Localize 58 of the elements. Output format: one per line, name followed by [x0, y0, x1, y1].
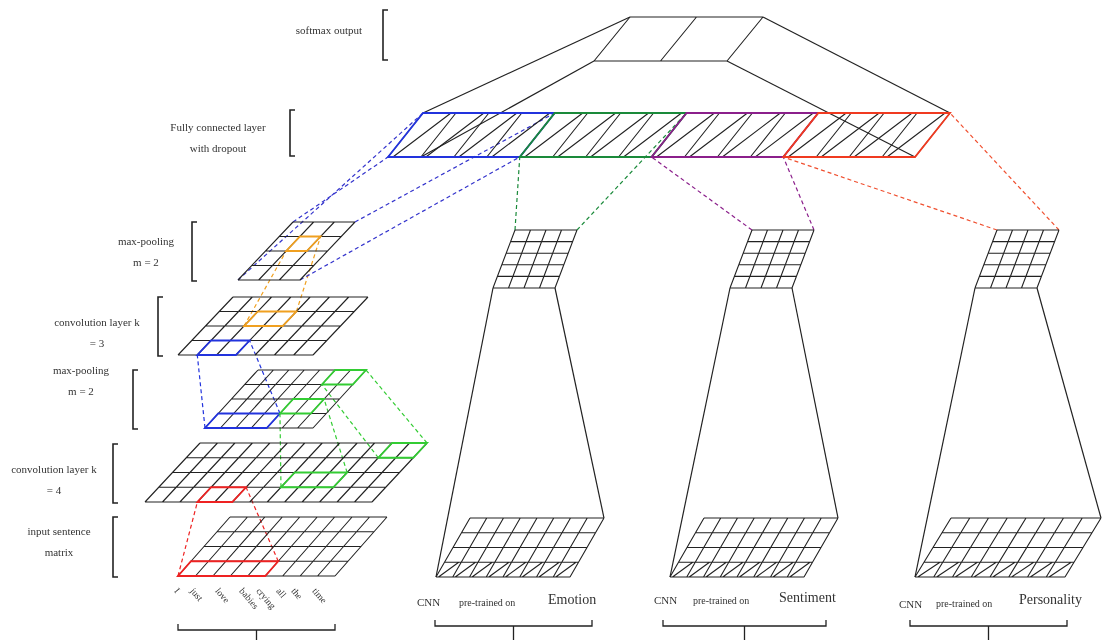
layer-label: Fully connected layer with dropout: [169, 120, 267, 156]
layer-label: convolution layer k = 3: [53, 315, 141, 351]
dashed-connector: [949, 112, 1060, 231]
grid-layer: [205, 370, 366, 428]
dashed-connector: [177, 501, 198, 577]
grid-layer: [178, 517, 387, 576]
layer-label: max-pooling m = 2: [116, 234, 176, 270]
dashed-connector: [292, 156, 389, 223]
caption: Emotion: [548, 592, 597, 608]
dashed-connector: [237, 112, 424, 281]
grid-layer: [493, 230, 577, 288]
caption: pre-trained on: [693, 594, 750, 608]
connector-line: [1036, 287, 1102, 519]
connector-line: [762, 16, 951, 114]
grid-layer: [594, 17, 763, 61]
word-label: I: [171, 586, 183, 596]
layer-label: softmax output: [294, 23, 362, 38]
layer-label: max-pooling m = 2: [51, 363, 111, 399]
connector-line: [914, 287, 976, 578]
connector-line: [791, 287, 839, 519]
grid-layer: [238, 222, 355, 280]
caption: CNN: [417, 595, 441, 610]
dashed-connector: [782, 156, 815, 231]
dashed-connector: [196, 354, 206, 429]
dashed-connector: [514, 156, 521, 231]
caption: CNN: [899, 597, 923, 612]
connector-line: [420, 60, 595, 158]
dashed-connector: [650, 156, 753, 231]
caption: pre-trained on: [936, 597, 993, 611]
connector-line: [726, 60, 916, 158]
dashed-connector: [245, 486, 279, 562]
layer-label: input sentence matrix: [26, 524, 92, 560]
grid-layer: [388, 113, 950, 157]
caption: pre-trained on: [459, 596, 516, 610]
connector-line: [422, 16, 631, 114]
grid-layer: [436, 518, 604, 577]
grid-layer: [145, 443, 427, 502]
layer-label: convolution layer k = 4: [10, 462, 98, 498]
grid-layer: [670, 518, 838, 577]
word-label: time: [309, 586, 329, 606]
caption: Personality: [1019, 592, 1082, 608]
word-label: the: [288, 586, 305, 602]
grid-layer: [178, 297, 368, 355]
connector-line: [554, 287, 605, 519]
dashed-connector: [321, 383, 379, 459]
word-label: just: [187, 586, 205, 604]
dashed-connector: [249, 339, 281, 415]
caption: CNN: [654, 593, 678, 608]
caption: Sentiment: [779, 590, 836, 606]
word-label: all: [274, 586, 289, 600]
grid-layer: [915, 518, 1101, 577]
grid-layer: [730, 230, 814, 288]
connector-line: [435, 287, 494, 578]
dashed-connector: [365, 369, 428, 444]
dashed-connector: [279, 412, 282, 488]
connector-line: [669, 287, 731, 578]
word-label: love: [212, 586, 232, 606]
grid-layer: [975, 230, 1059, 288]
